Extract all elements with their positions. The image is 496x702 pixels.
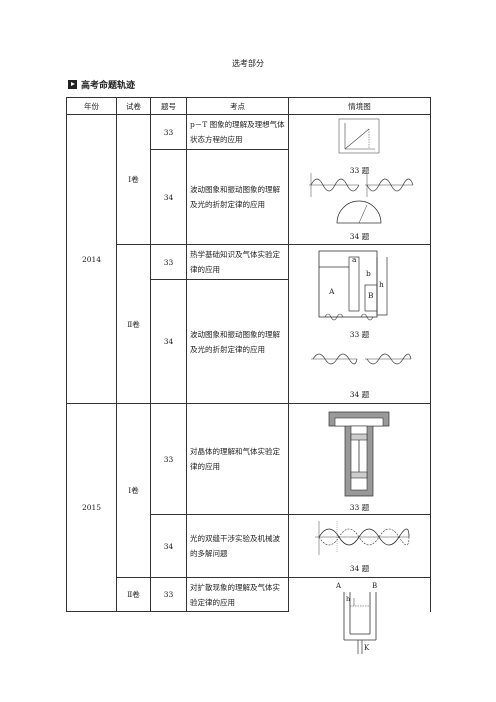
table-row: 2014 Ⅰ卷 33 p－T 图象的理解及理想气体状态方程的应用: [66, 114, 431, 404]
figure-caption: 34 题: [349, 232, 370, 241]
number-cell: 33: [150, 243, 187, 281]
topic-cell: 波动图象和振动图象的理解及光的折射定律的应用: [186, 149, 289, 245]
table-header-row: 年份 试卷 题号 考点 情境图: [66, 97, 431, 115]
section-title: 高考命题轨迹: [81, 81, 136, 91]
topic-cell: 光的双缝干涉实验及机械波的多解问题: [186, 514, 289, 578]
figure-2014-1: [309, 118, 414, 224]
figure-caption: 33 题: [349, 330, 370, 339]
number-cell: 34: [150, 514, 187, 578]
figure-label: B: [368, 291, 374, 300]
section-heading: 高考命题轨迹: [68, 78, 135, 91]
figure-label: A: [336, 582, 342, 590]
figure-cell: 33 题 34 题: [288, 114, 431, 245]
figure-cell: a b A B h 33 题 34 题: [288, 244, 431, 404]
figure-label: K: [364, 644, 370, 652]
figure-cell: 34 题: [288, 514, 431, 578]
figure-label: B: [372, 582, 378, 590]
figure-label: h: [346, 595, 351, 603]
page-title: 选考部分: [232, 59, 264, 68]
year-cell: 2014: [66, 114, 117, 404]
header-topic: 考点: [186, 97, 289, 115]
figure-label: A: [329, 287, 335, 296]
topic-cell: 对晶体的理解和气体实验定律的应用: [186, 403, 289, 515]
u-tube-figure: A B h K: [330, 582, 390, 656]
figure-label: a: [352, 255, 357, 264]
number-cell: 33: [150, 577, 187, 612]
header-paper: 试卷: [116, 97, 151, 115]
paper-cell: Ⅱ卷: [116, 244, 151, 404]
number-cell: 34: [150, 279, 187, 404]
header-year: 年份: [66, 97, 117, 115]
topic-cell: 热学基础知识及气体实验定律的应用: [186, 243, 289, 281]
figure-label: h: [379, 280, 384, 289]
topic-cell: p－T 图象的理解及理想气体状态方程的应用: [186, 114, 289, 150]
figure-2015-1-33: [328, 411, 390, 497]
u-tube-svg: [343, 592, 377, 654]
paper-cell: Ⅰ卷: [116, 114, 151, 245]
exam-table: 年份 试卷 题号 考点 情境图 2014 Ⅰ卷 33 p－T 图象的理解及理想气…: [66, 97, 431, 612]
figure-label: b: [366, 269, 371, 278]
topic-cell: 对扩散现象的理解及气体实验定律的应用: [186, 577, 289, 612]
figure-caption: 33 题: [349, 503, 370, 512]
figure-caption: 34 题: [349, 390, 370, 399]
figure-cell: [288, 577, 431, 612]
play-triangle-icon: [68, 80, 77, 89]
paper-cell: Ⅰ卷: [116, 403, 151, 578]
table-row: Ⅱ卷 33 热学基础知识及气体实验定律的应用: [67, 243, 431, 404]
table-row: Ⅱ卷 33 对扩散现象的理解及气体实验定律的应用: [67, 577, 431, 612]
figure-2014-2: [311, 250, 412, 365]
table-row: 2015 Ⅰ卷 33 对晶体的理解和气体实验定律的应用 33 题: [66, 403, 431, 612]
number-cell: 34: [150, 149, 187, 245]
figure-cell: 33 题: [288, 403, 431, 515]
figure-2015-1-34: [315, 521, 410, 555]
table-row: 34 光的双缝干涉实验及机械波的多解问题 34 题: [67, 514, 431, 578]
figure-caption: 33 题: [349, 166, 370, 175]
header-figure: 情境图: [288, 97, 431, 115]
header-number: 题号: [150, 97, 187, 115]
number-cell: 33: [150, 114, 187, 150]
number-cell: 33: [150, 403, 187, 515]
topic-cell: 波动图象和振动图象的理解及光的折射定律的应用: [186, 279, 289, 404]
figure-caption: 34 题: [349, 564, 370, 573]
paper-cell: Ⅱ卷: [116, 577, 151, 612]
year-cell: 2015: [66, 403, 117, 612]
